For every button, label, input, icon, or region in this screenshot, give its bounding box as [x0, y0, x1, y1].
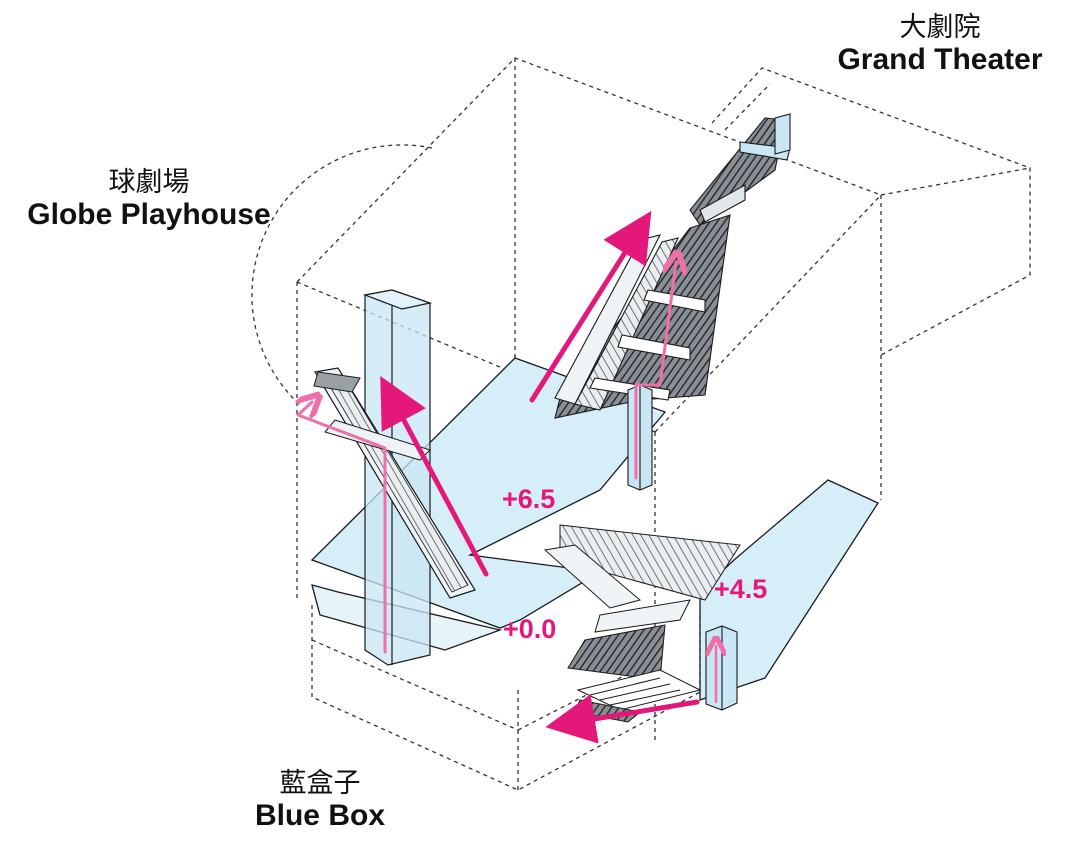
elevator-core-right [705, 625, 738, 711]
level-label-upper: +6.5 [502, 484, 556, 514]
escalator-globe [313, 367, 476, 599]
blue-box-zh: 藍盒子 [279, 768, 361, 799]
arrow-to-blue-box [545, 694, 700, 744]
slab-plus-4-5 [699, 479, 879, 701]
label-grand-theater: 大劇院 Grand Theater [810, 12, 1070, 78]
label-globe-playhouse: 球劇場 Globe Playhouse [4, 167, 294, 233]
level-label-ground: +0.0 [503, 614, 557, 644]
grand-theater-zh: 大劇院 [899, 12, 981, 43]
level-label-middle: +4.5 [714, 574, 768, 604]
arrow-to-globe [380, 375, 489, 577]
grand-theater-stairs [554, 113, 791, 419]
grand-theater-en: Grand Theater [837, 43, 1043, 77]
arrow-elevator-center [634, 262, 676, 480]
arrow-elevator-left [298, 402, 387, 654]
central-stairs [543, 524, 741, 681]
globe-playhouse-zh: 球劇場 [108, 167, 190, 198]
arrow-to-grand-theater [529, 210, 652, 403]
elevator-core-center [627, 384, 653, 491]
circulation-arrows [298, 210, 716, 744]
label-blue-box: 藍盒子 Blue Box [230, 768, 410, 834]
globe-playhouse-en: Globe Playhouse [27, 198, 271, 232]
blue-box-en: Blue Box [254, 799, 386, 833]
